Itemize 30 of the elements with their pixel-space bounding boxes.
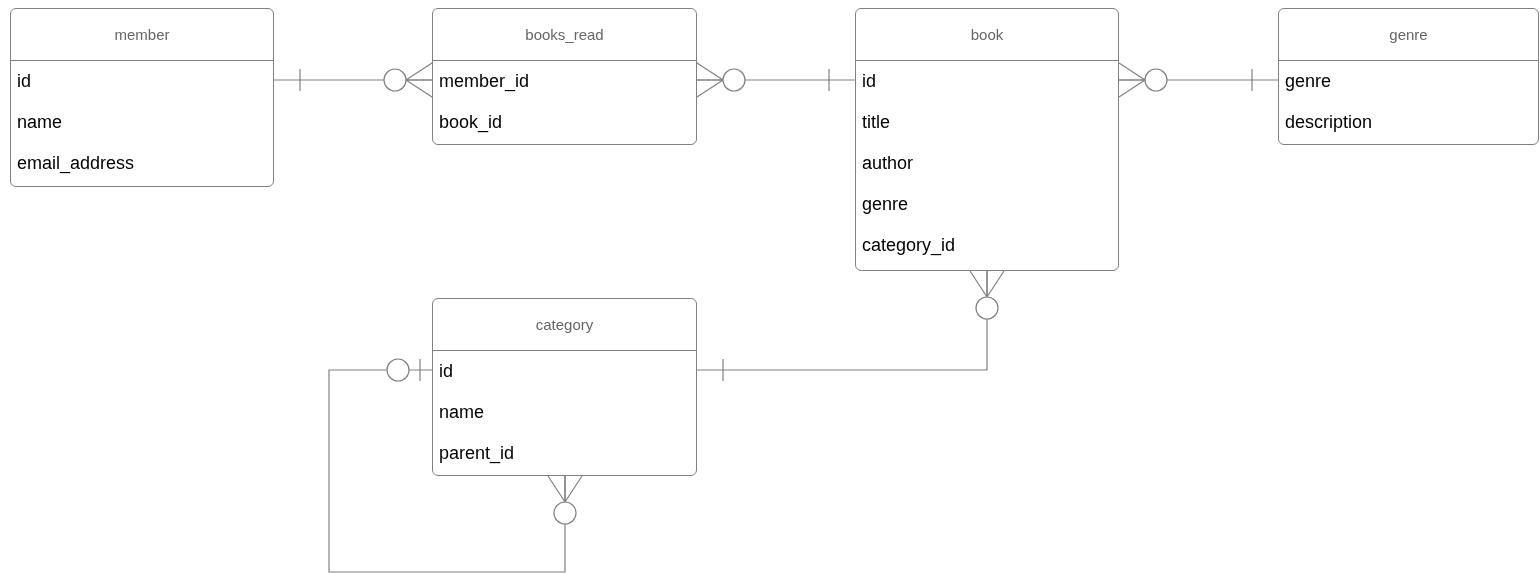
field-name: member_id xyxy=(439,71,530,92)
relationship-line xyxy=(1118,62,1279,98)
field-name: author xyxy=(862,153,914,174)
field-name: name xyxy=(17,112,63,133)
entity-table xyxy=(432,298,697,476)
entity-table xyxy=(1278,8,1539,145)
field-name: genre xyxy=(862,194,909,215)
entity-table xyxy=(432,8,697,145)
entity-table xyxy=(855,8,1119,271)
entity-title: category xyxy=(535,316,594,333)
entity-title: genre xyxy=(1389,26,1428,43)
field-name: genre xyxy=(1285,71,1332,92)
entity-title: member xyxy=(114,26,170,43)
field-name: id xyxy=(439,361,453,382)
relationship-line xyxy=(273,62,433,98)
field-name: id xyxy=(862,71,876,92)
field-name: id xyxy=(17,71,31,92)
field-name: book_id xyxy=(439,112,503,133)
entity-title: book xyxy=(970,26,1004,43)
relationship-line xyxy=(328,358,583,573)
field-name: description xyxy=(1285,112,1373,133)
relationship-line xyxy=(696,270,1005,382)
field-name: email_address xyxy=(17,153,135,174)
field-name: parent_id xyxy=(439,443,515,464)
field-name: category_id xyxy=(862,235,956,256)
relationship-line xyxy=(696,62,856,98)
field-name: title xyxy=(862,112,890,133)
entity-title: books_read xyxy=(525,26,604,43)
entity-table xyxy=(10,8,274,187)
field-name: name xyxy=(439,402,485,423)
